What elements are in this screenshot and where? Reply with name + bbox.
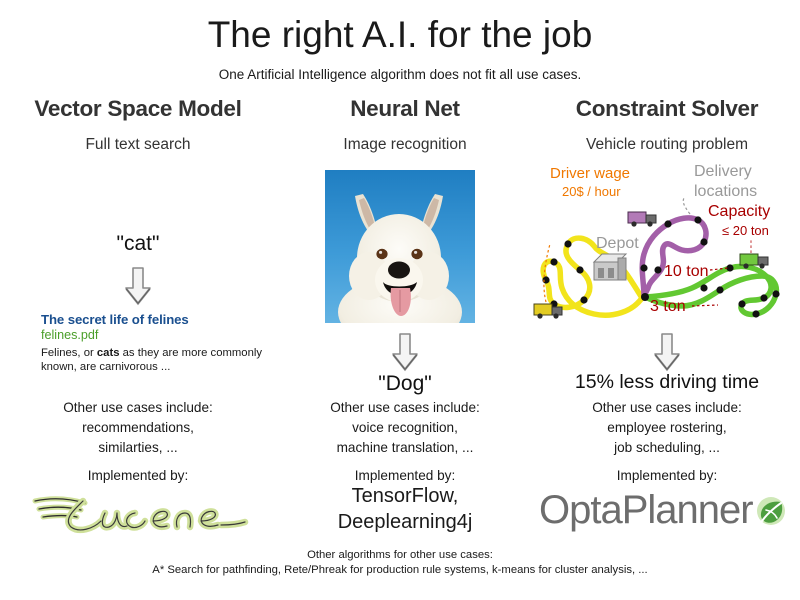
search-result-snippet: Felines, or cats as they are more common… [41,346,265,375]
load-label-3-ton: 3 ton [650,298,686,315]
column-title: Neural Net [350,96,460,121]
column-neural-net: Neural Net Image recognition [272,96,538,556]
optaplanner-logo: OptaPlanner [539,488,785,532]
implemented-by-label: Implemented by: [354,467,456,483]
truck-purple-icon [627,211,657,227]
column-subtitle: Full text search [85,136,191,153]
uses-item-2: job scheduling, ... [614,439,720,455]
vehicle-routing-diagram: Driver wage 20$ / hour Depot Delivery lo… [533,163,780,319]
uses-label: Other use cases include: [63,400,213,415]
footer: Other algorithms for other use cases: A*… [0,548,800,579]
truck-yellow-icon [533,303,563,319]
footer-line-2: A* Search for pathfinding, Rete/Phreak f… [152,564,648,577]
uses-item-1: voice recognition, [352,419,458,435]
capacity-value: ≤ 20 ton [722,223,769,238]
leader-line-driver-wage [543,243,551,303]
optaplanner-wordmark: OptaPlanner [539,488,753,532]
dog-photo [325,170,475,323]
snippet-before: Felines, or [41,347,97,359]
implemented-by-label: Implemented by: [616,467,718,483]
uses-block: Other use cases include: recommendations… [5,398,271,535]
down-arrow-icon [392,333,418,372]
optaplanner-leaf-icon [757,496,785,525]
column-subtitle: Image recognition [343,136,467,153]
driver-wage-label: Driver wage [550,165,630,182]
capacity-label: Capacity [708,203,770,220]
down-arrow-icon [125,267,151,306]
load-label-10-ton: 10 ton [664,263,708,280]
delivery-label-line-2: locations [694,183,757,200]
classification-output: "Dog" [378,372,432,395]
truck-green-icon [739,253,769,269]
uses-block: Other use cases include: employee roster… [534,398,800,535]
implemented-by-label: Implemented by: [87,467,189,483]
leader-line-delivery [682,197,691,215]
route-yellow [540,235,645,318]
uses-label: Other use cases include: [592,400,742,415]
uses-block: Other use cases include: voice recogniti… [272,398,538,535]
page-title: The right A.I. for the job [207,14,593,55]
driver-wage-value: 20$ / hour [562,184,621,199]
page-subtitle: One Artificial Intelligence algorithm do… [218,67,582,82]
footer-line-1: Other algorithms for other use cases: [307,549,493,561]
depot-icon [592,253,628,281]
depot-label: Depot [596,235,639,252]
uses-item-1: recommendations, [82,419,194,435]
column-constraint-solver: Constraint Solver Vehicle routing proble… [533,96,800,556]
search-result-url[interactable]: felines.pdf [41,328,99,342]
leader-line-10-ton [709,267,729,271]
leader-line-3-ton [691,304,719,307]
implemented-by-line-2: Deeplearning4j [337,510,473,533]
lucene-logo [32,495,249,533]
uses-item-1: employee rostering, [607,419,727,435]
column-title: Constraint Solver [575,96,759,121]
delivery-label-line-1: Delivery [694,163,752,180]
solver-output: 15% less driving time [574,371,760,393]
snippet-after: as they are more commonly known, are car… [41,347,263,374]
column-subtitle: Vehicle routing problem [586,136,748,153]
delivery-location-dots [542,216,780,318]
down-arrow-icon [654,333,680,372]
implemented-by-line-1: TensorFlow, [351,484,459,507]
column-title: Vector Space Model [34,96,242,121]
uses-item-2: machine translation, ... [336,439,474,455]
search-result: The secret life of felines felines.pdf F… [41,312,265,375]
search-result-title[interactable]: The secret life of felines [41,312,189,327]
uses-item-2: similarties, ... [98,439,178,455]
search-query-text: "cat" [116,232,160,255]
uses-label: Other use cases include: [330,400,480,415]
column-vector-space-model: Vector Space Model Full text search "cat… [5,96,271,556]
snippet-highlight: cats [96,347,120,359]
